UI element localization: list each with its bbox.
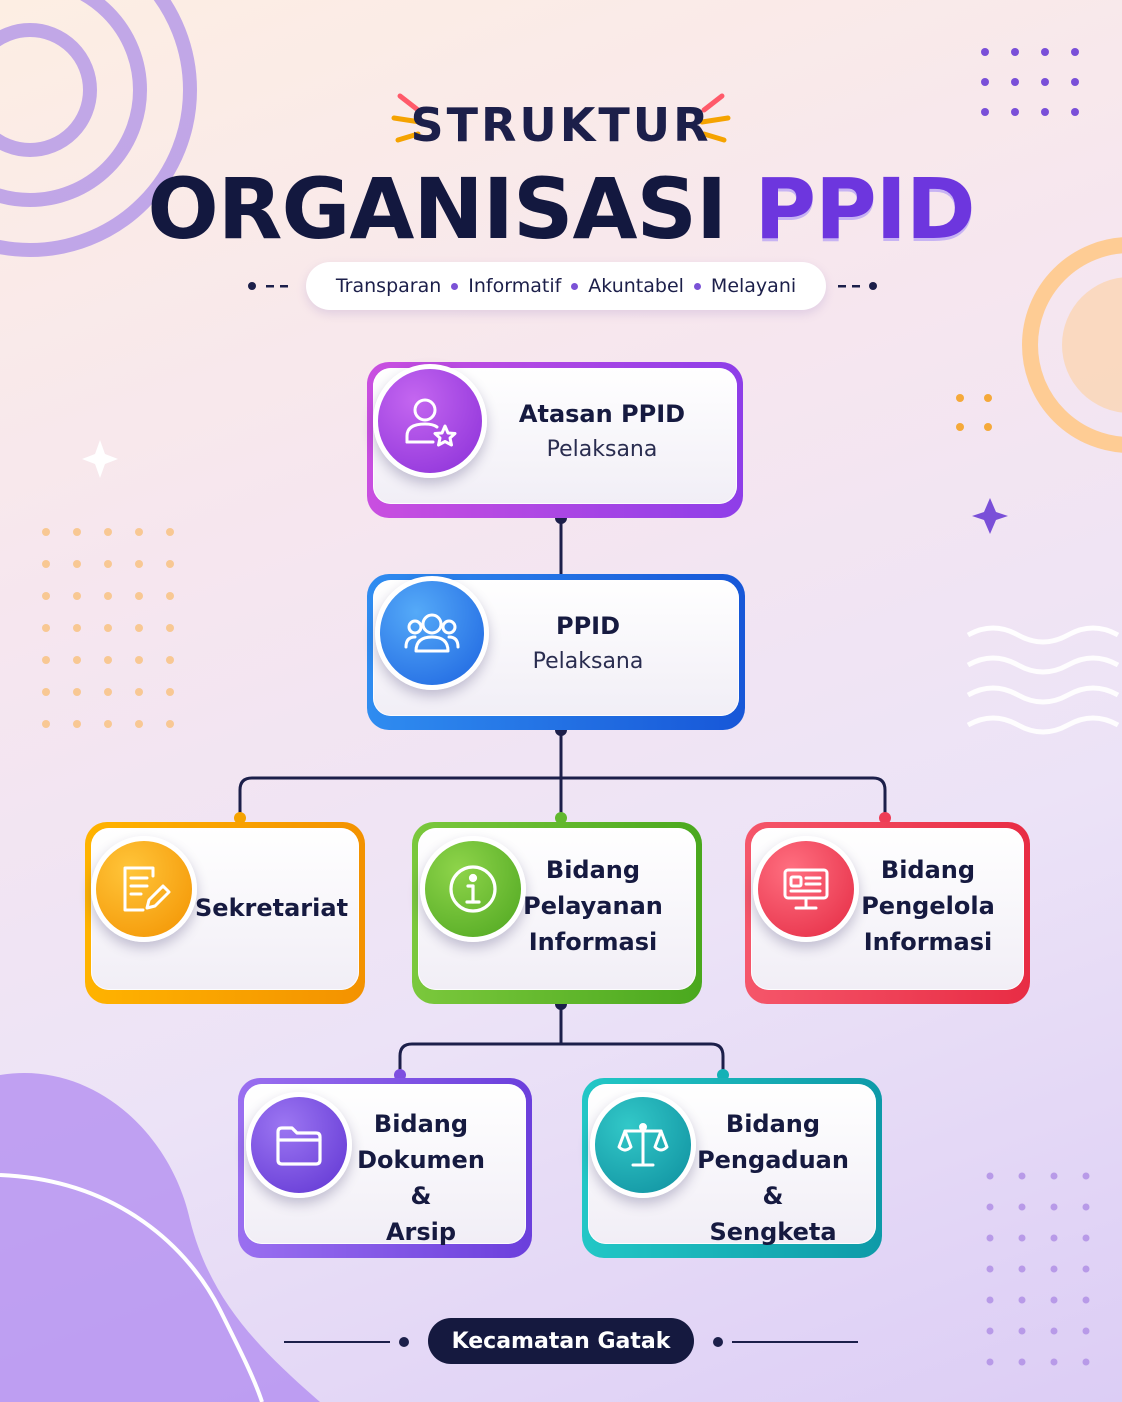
footer-location-pill: Kecamatan Gatak [428,1318,694,1364]
title-struktur: STRUKTUR [410,98,712,152]
person-star-icon [373,364,487,478]
node-title: Atasan PPID [518,400,686,428]
node-line: Informasi [863,928,993,956]
tagline-item: Transparan [335,275,442,297]
title-main-word: ORGANISASI [147,160,727,258]
document-edit-icon [91,836,197,942]
node-line: Arsip [385,1218,457,1246]
node-title: Sekretariat [195,894,349,922]
node-bidang-dokumen-arsip: Bidang Dokumen & Arsip [238,1078,532,1258]
node-line: Sengketa [709,1218,837,1246]
scale-icon [590,1092,696,1198]
node-bidang-pengaduan-sengketa: Bidang Pengaduan & Sengketa [582,1078,882,1258]
tagline-item: Akuntabel [588,275,684,297]
tagline-item: Informatif [468,275,562,297]
node-sekretariat: Sekretariat [85,822,365,1004]
folder-icon [246,1092,352,1198]
node-line: Informasi [528,928,658,956]
node-line: Bidang [880,856,976,884]
node-line: Bidang [725,1110,821,1138]
node-line: Bidang [373,1110,469,1138]
node-atasan-ppid: Atasan PPID Pelaksana [367,362,743,518]
node-line: Pengaduan & [697,1146,849,1210]
users-group-icon [375,576,489,690]
node-ppid: PPID Pelaksana [367,574,745,730]
node-line: Dokumen & [357,1146,485,1210]
node-line: Pelayanan [523,892,663,920]
tagline-pill: Transparan Informatif Akuntabel Melayani [306,262,826,310]
title-organisasi: ORGANISASI PPID [0,160,1122,258]
tagline-separator-dot [451,282,459,290]
node-title: PPID [555,612,621,640]
title-accent-word: PPID [754,160,976,258]
node-bidang-pengelola-informasi: Bidang Pengelola Informasi [745,822,1030,1004]
node-bidang-pelayanan-informasi: Bidang Pelayanan Informasi [412,822,702,1004]
tagline-separator-dot [571,282,579,290]
node-line: Bidang [545,856,641,884]
info-icon [420,836,526,942]
tagline-item: Melayani [710,275,797,297]
node-line: Pengelola [861,892,995,920]
node-subtitle: Pelaksana [546,437,658,462]
node-subtitle: Pelaksana [532,649,644,674]
tagline-separator-dot [693,282,701,290]
monitor-icon [753,836,859,942]
